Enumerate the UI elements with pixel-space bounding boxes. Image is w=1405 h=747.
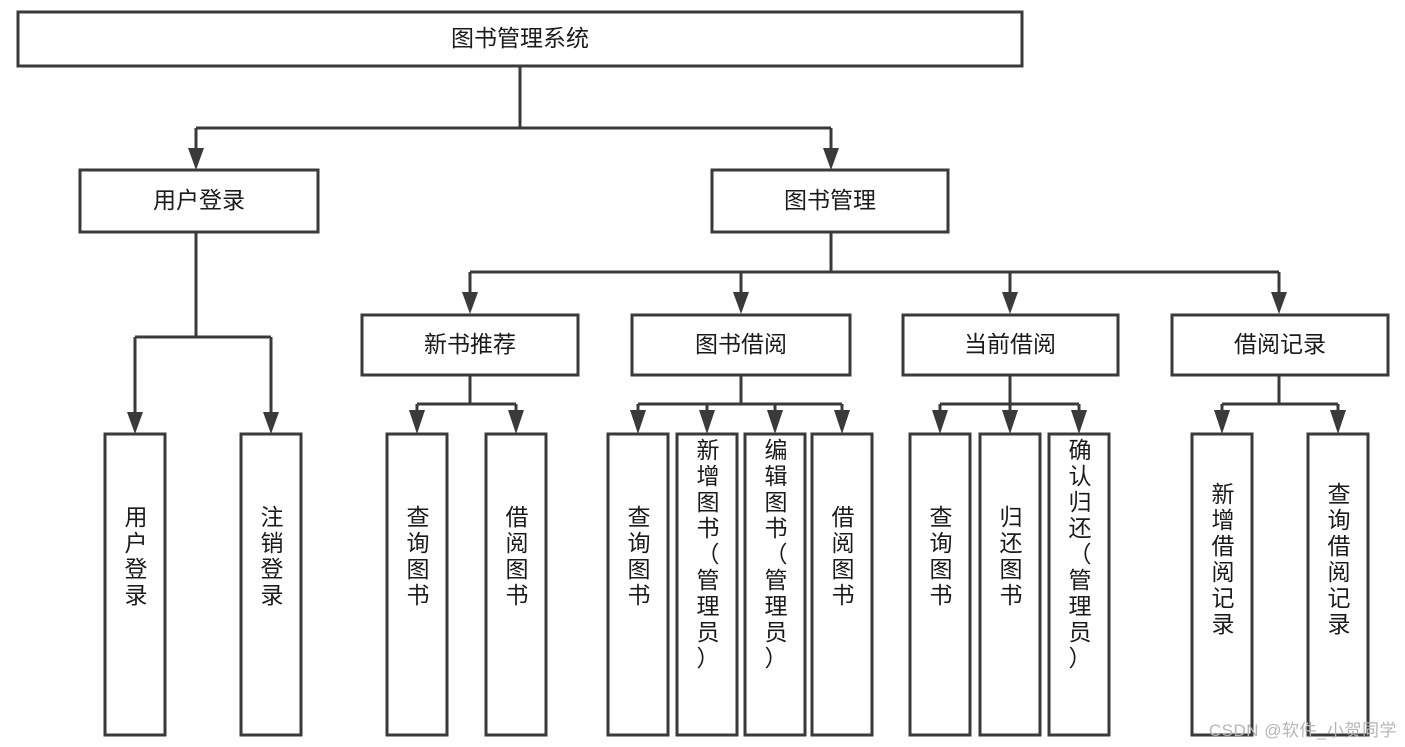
node-root-box bbox=[16, 10, 1024, 68]
node-book-borrow-label: 图书借阅 bbox=[695, 331, 787, 357]
leaf-borrow-record-2[interactable]: 查询借阅记录 bbox=[1306, 432, 1370, 737]
node-book-borrow[interactable]: 图书借阅 bbox=[630, 313, 852, 377]
leaf-box bbox=[908, 432, 972, 737]
leaf-book-borrow-4[interactable]: 借阅图书 bbox=[810, 432, 874, 737]
leaf-book-borrow-1[interactable]: 查询图书 bbox=[606, 432, 670, 737]
node-root-system[interactable]: 图书管理系统 bbox=[16, 10, 1024, 68]
arrow-head-icon bbox=[823, 148, 839, 170]
leaf-current-borrow-1[interactable]: 查询图书 bbox=[908, 432, 972, 737]
leaf-new-book-2[interactable]: 借阅图书 bbox=[484, 432, 548, 737]
node-book-management-label: 图书管理 bbox=[784, 187, 876, 213]
node-current-borrow[interactable]: 当前借阅 bbox=[901, 313, 1120, 377]
connector-borrowrecord-to-leaves bbox=[1214, 375, 1346, 434]
node-book-management-box bbox=[710, 168, 950, 234]
node-root-label: 图书管理系统 bbox=[451, 25, 589, 51]
leaf-box bbox=[385, 432, 449, 737]
leaf-label: 注销登录 bbox=[261, 504, 284, 608]
node-new-book-recommend-box bbox=[360, 313, 580, 377]
leaf-box bbox=[484, 432, 548, 737]
leaf-box bbox=[606, 432, 670, 737]
leaf-box bbox=[978, 432, 1042, 737]
leaf-book-borrow-2[interactable]: 新增图书（管理员） bbox=[675, 432, 739, 737]
leaf-label: 新增图书（管理员） bbox=[697, 437, 720, 671]
leaf-new-book-1[interactable]: 查询图书 bbox=[385, 432, 449, 737]
arrow-head-icon bbox=[127, 412, 143, 434]
connector-bookborrow-to-leaves bbox=[630, 375, 850, 434]
arrow-head-icon bbox=[1271, 292, 1287, 314]
arrow-head-icon bbox=[1330, 410, 1346, 434]
arrow-head-icon bbox=[508, 410, 524, 434]
connector-currentborrow-to-leaves bbox=[932, 375, 1087, 434]
arrow-head-icon bbox=[733, 292, 749, 314]
node-new-book-recommend[interactable]: 新书推荐 bbox=[360, 313, 580, 377]
node-new-book-recommend-label: 新书推荐 bbox=[424, 331, 516, 357]
node-borrow-record[interactable]: 借阅记录 bbox=[1170, 313, 1390, 377]
leaf-box bbox=[675, 432, 739, 737]
leaf-label: 查询图书 bbox=[407, 504, 430, 608]
leaf-box bbox=[810, 432, 874, 737]
arrow-head-icon bbox=[767, 410, 783, 434]
leaf-label: 借阅图书 bbox=[506, 504, 529, 608]
arrow-head-icon bbox=[834, 410, 850, 434]
connector-newbook-to-leaves bbox=[409, 374, 524, 434]
leaf-label: 确认归还（管理员） bbox=[1069, 437, 1092, 671]
leaf-label: 查询图书 bbox=[930, 504, 953, 608]
node-user-login-label: 用户登录 bbox=[153, 187, 245, 213]
leaf-user-login-2[interactable]: 注销登录 bbox=[239, 432, 303, 737]
leaf-box bbox=[1306, 432, 1370, 737]
node-book-borrow-box bbox=[630, 313, 852, 377]
arrow-head-icon bbox=[1071, 410, 1087, 434]
arrow-head-icon bbox=[932, 410, 948, 434]
leaf-user-login-1[interactable]: 用户登录 bbox=[103, 432, 167, 737]
leaf-label: 用户登录 bbox=[125, 504, 148, 608]
node-borrow-record-box bbox=[1170, 313, 1390, 377]
leaf-book-borrow-3[interactable]: 编辑图书（管理员） bbox=[743, 432, 807, 737]
node-borrow-record-label: 借阅记录 bbox=[1234, 331, 1326, 357]
connector-bookmgmt-to-level3 bbox=[462, 232, 1287, 314]
arrow-head-icon bbox=[699, 410, 715, 434]
arrow-head-icon bbox=[1214, 410, 1230, 434]
connector-userlogin-to-leaves bbox=[127, 232, 279, 434]
arrow-head-icon bbox=[188, 148, 204, 170]
leaf-label: 新增借阅记录 bbox=[1212, 481, 1235, 637]
arrow-head-icon bbox=[462, 292, 478, 314]
arrow-head-icon bbox=[263, 412, 279, 434]
leaf-box bbox=[1047, 432, 1111, 737]
leaf-label: 借阅图书 bbox=[832, 504, 855, 608]
leaf-box bbox=[239, 432, 303, 737]
leaf-label: 编辑图书（管理员） bbox=[765, 437, 788, 671]
arrow-head-icon bbox=[409, 410, 425, 434]
leaf-box bbox=[1190, 432, 1254, 737]
node-current-borrow-label: 当前借阅 bbox=[964, 331, 1056, 357]
leaf-borrow-record-1[interactable]: 新增借阅记录 bbox=[1190, 432, 1254, 737]
node-user-login[interactable]: 用户登录 bbox=[78, 168, 320, 234]
leaf-label: 查询借阅记录 bbox=[1328, 481, 1351, 637]
leaf-box bbox=[743, 432, 807, 737]
arrow-head-icon bbox=[1002, 410, 1018, 434]
leaf-label: 归还图书 bbox=[1000, 504, 1023, 608]
leaf-label: 查询图书 bbox=[628, 504, 651, 608]
connector-root-to-level2 bbox=[188, 66, 839, 170]
leaf-current-borrow-2[interactable]: 归还图书 bbox=[978, 432, 1042, 737]
leaf-current-borrow-3[interactable]: 确认归还（管理员） bbox=[1047, 432, 1111, 737]
node-user-login-box bbox=[78, 168, 320, 234]
node-book-management[interactable]: 图书管理 bbox=[710, 168, 950, 234]
node-current-borrow-box bbox=[901, 313, 1120, 377]
leaf-box bbox=[103, 432, 167, 737]
arrow-head-icon bbox=[1002, 292, 1018, 314]
arrow-head-icon bbox=[630, 410, 646, 434]
